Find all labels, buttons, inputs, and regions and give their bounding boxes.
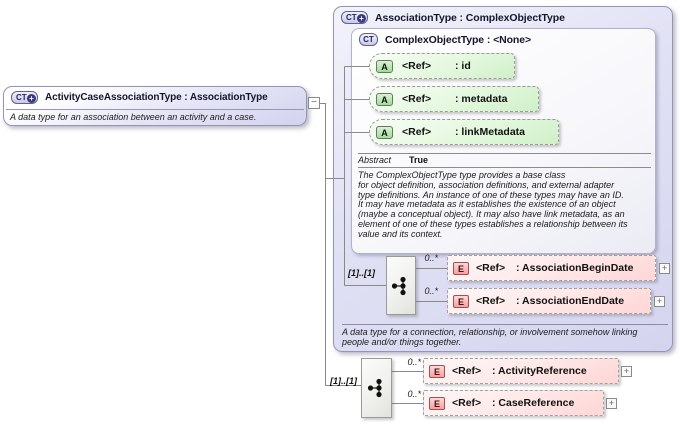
sequence-icon	[367, 378, 382, 398]
type-header: CT ComplexObjectType : <None>	[352, 29, 655, 46]
element-icon: E	[453, 261, 469, 275]
attribute-ref: <Ref>	[402, 126, 432, 138]
attribute-name: : metadata	[455, 93, 508, 105]
complex-type-icon: CT	[359, 33, 378, 46]
derived-plus-icon: +	[357, 13, 366, 23]
type-title: AssociationType : ComplexObjectType	[375, 11, 565, 24]
complex-type-icon-label: CT	[16, 92, 27, 102]
occurrence-label: 0..*	[407, 389, 421, 399]
complex-type-icon: CT +	[341, 11, 368, 24]
complex-type-icon: CT +	[11, 91, 38, 104]
sequence-indicator	[361, 358, 392, 418]
type-description: A data type for a connection, relationsh…	[342, 327, 638, 347]
attribute-metadata[interactable]: A <Ref> : metadata	[369, 86, 539, 112]
element-case-reference[interactable]: E <Ref> : CaseReference	[423, 390, 604, 416]
type-box-activity-case-association[interactable]: CT + ActivityCaseAssociationType : Assoc…	[3, 86, 307, 126]
element-activity-reference[interactable]: E <Ref> : ActivityReference	[423, 358, 619, 384]
cardinality-label: [1]..[1]	[348, 268, 375, 278]
element-name: : ActivityReference	[492, 365, 587, 377]
occurrence-label: 0..*	[424, 253, 438, 263]
type-description: A data type for an association between a…	[10, 112, 257, 122]
facet-value: True	[409, 155, 429, 165]
occurrence-label: 0..*	[407, 357, 421, 367]
expand-toggle[interactable]: +	[659, 263, 670, 274]
element-name: : AssociationEndDate	[516, 295, 625, 307]
complex-type-icon-label: CT	[346, 12, 357, 22]
expand-toggle[interactable]: +	[606, 398, 617, 409]
element-ref: <Ref>	[476, 295, 506, 307]
attribute-name: : id	[455, 60, 471, 72]
attribute-icon: A	[376, 59, 393, 73]
attribute-icon: A	[376, 125, 393, 139]
facet-divider-top	[358, 153, 651, 154]
complex-type-icon-label: CT	[363, 34, 374, 44]
attribute-link-metadata[interactable]: A <Ref> : linkMetadata	[369, 119, 559, 145]
type-header: CT + AssociationType : ComplexObjectType	[334, 7, 672, 24]
header-divider	[6, 109, 304, 110]
element-icon: E	[429, 364, 445, 378]
facet-divider-bottom	[358, 167, 651, 168]
type-title: ActivityCaseAssociationType : Associatio…	[45, 92, 268, 103]
expand-toggle[interactable]: +	[654, 296, 665, 307]
derived-plus-icon: +	[27, 93, 36, 103]
attribute-name: : linkMetadata	[455, 126, 526, 138]
expand-toggle[interactable]: +	[621, 366, 632, 377]
occurrence-label: 0..*	[424, 286, 438, 296]
type-documentation: The ComplexObjectType type provides a ba…	[358, 170, 628, 239]
sequence-icon	[391, 276, 406, 295]
element-ref: <Ref>	[476, 262, 506, 274]
cardinality-label: [1]..[1]	[330, 376, 357, 386]
attribute-ref: <Ref>	[402, 60, 432, 72]
type-title: ComplexObjectType : <None>	[385, 33, 531, 46]
sequence-indicator	[386, 256, 416, 315]
element-name: : CaseReference	[492, 397, 575, 409]
element-association-begin-date[interactable]: E <Ref> : AssociationBeginDate	[447, 255, 656, 281]
attribute-ref: <Ref>	[402, 93, 432, 105]
element-icon: E	[453, 294, 469, 308]
element-ref: <Ref>	[452, 397, 482, 409]
element-association-end-date[interactable]: E <Ref> : AssociationEndDate	[447, 288, 651, 314]
attribute-icon: A	[376, 92, 393, 106]
description-divider	[342, 324, 668, 325]
collapse-toggle[interactable]: −	[308, 97, 320, 109]
type-header: CT + ActivityCaseAssociationType : Assoc…	[4, 87, 306, 104]
element-name: : AssociationBeginDate	[516, 262, 634, 274]
attribute-id[interactable]: A <Ref> : id	[369, 53, 515, 79]
element-icon: E	[429, 396, 445, 410]
element-ref: <Ref>	[452, 365, 482, 377]
facet-label: Abstract	[358, 155, 392, 165]
